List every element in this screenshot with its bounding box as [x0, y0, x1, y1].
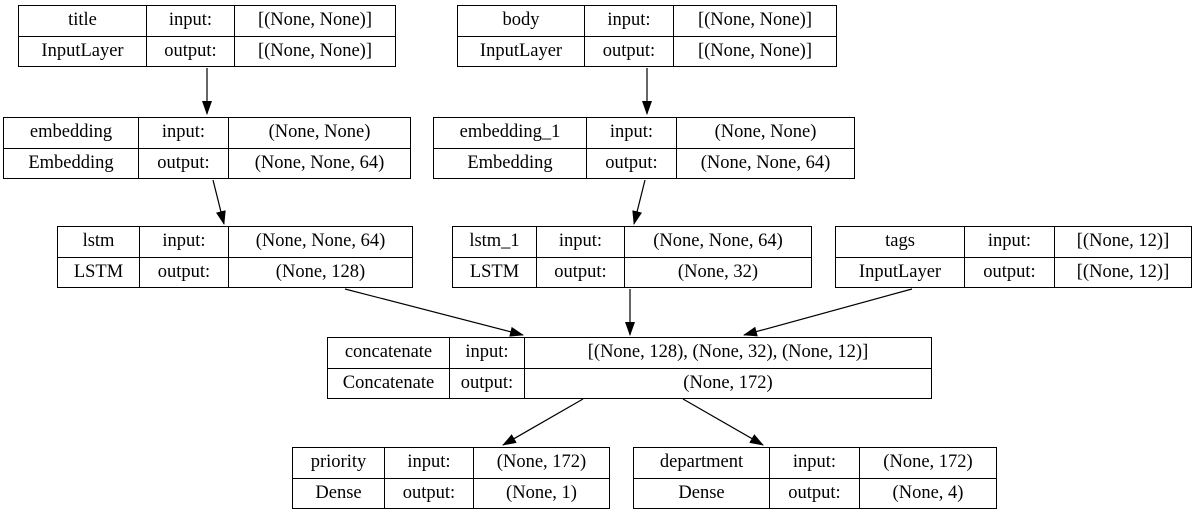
output-label: output:	[384, 478, 473, 508]
input-shape: (None, None, 64)	[228, 227, 412, 257]
layer-type: InputLayer	[41, 40, 124, 61]
input-shape: (None, None)	[676, 118, 854, 148]
layer-name: embedding_1	[459, 122, 561, 143]
input-shape: (None, None, 64)	[624, 227, 811, 257]
layer-type: Embedding	[467, 152, 553, 173]
node-body: body input: [(None, None)] InputLayer ou…	[457, 5, 837, 67]
input-label: input:	[449, 338, 524, 368]
node-lstm: lstm input: (None, None, 64) LSTM output…	[57, 226, 413, 288]
input-shape: (None, 172)	[859, 448, 996, 478]
node-department: department input: (None, 172) Dense outp…	[633, 447, 997, 509]
output-shape: [(None, None)]	[673, 36, 836, 66]
input-label: input:	[584, 6, 673, 36]
layer-type: Concatenate	[342, 372, 435, 393]
input-shape: [(None, 128), (None, 32), (None, 12)]	[524, 338, 931, 368]
output-label: output:	[139, 257, 228, 287]
layer-type: InputLayer	[479, 40, 563, 61]
node-embedding_1: embedding_1 input: (None, None) Embeddin…	[433, 117, 855, 179]
layer-name: lstm_1	[469, 231, 520, 252]
layer-name: tags	[885, 231, 915, 252]
layer-type: InputLayer	[858, 261, 942, 282]
output-label: output:	[536, 257, 624, 287]
input-shape: (None, None)	[228, 118, 410, 148]
layer-type: Dense	[315, 482, 362, 503]
output-label: output:	[584, 36, 673, 66]
input-shape: (None, 172)	[473, 448, 609, 478]
output-shape: (None, None, 64)	[228, 148, 410, 178]
node-lstm_1: lstm_1 input: (None, None, 64) LSTM outp…	[452, 226, 812, 288]
output-shape: [(None, None)]	[234, 36, 395, 66]
input-label: input:	[769, 448, 859, 478]
input-shape: [(None, None)]	[673, 6, 836, 36]
output-label: output:	[964, 257, 1054, 287]
layer-name: concatenate	[344, 342, 433, 363]
output-label: output:	[138, 148, 228, 178]
layer-type: LSTM	[73, 261, 124, 282]
layer-name: embedding	[29, 122, 113, 143]
output-shape: (None, 4)	[859, 478, 996, 508]
output-shape: (None, 128)	[228, 257, 412, 287]
node-concatenate: concatenate input: [(None, 128), (None, …	[327, 337, 932, 399]
input-label: input:	[139, 227, 228, 257]
output-shape: (None, 1)	[473, 478, 609, 508]
edge-lstm-concatenate	[344, 288, 524, 337]
input-shape: [(None, None)]	[234, 6, 395, 36]
layer-type: Embedding	[28, 152, 114, 173]
node-tags: tags input: [(None, 12)] InputLayer outp…	[835, 226, 1192, 288]
output-label: output:	[769, 478, 859, 508]
node-embedding: embedding input: (None, None) Embedding …	[3, 117, 411, 179]
output-label: output:	[146, 36, 234, 66]
input-shape: [(None, 12)]	[1054, 227, 1191, 257]
layer-name: lstm	[82, 231, 115, 252]
edge-concatenate-department	[682, 398, 764, 446]
node-title: title input: [(None, None)] InputLayer o…	[18, 5, 396, 67]
layer-name: body	[502, 10, 540, 31]
output-label: output:	[586, 148, 676, 178]
input-label: input:	[964, 227, 1054, 257]
edge-embedding_1-lstm_1	[632, 179, 646, 225]
input-label: input:	[138, 118, 228, 148]
edge-embedding-lstm	[212, 179, 226, 225]
input-label: input:	[536, 227, 624, 257]
output-shape: [(None, 12)]	[1054, 257, 1191, 287]
layer-name: priority	[310, 452, 367, 473]
layer-type: LSTM	[469, 261, 520, 282]
node-priority: priority input: (None, 172) Dense output…	[292, 447, 610, 509]
edge-tags-concatenate	[743, 288, 913, 337]
output-shape: (None, 172)	[524, 368, 931, 398]
input-label: input:	[586, 118, 676, 148]
input-label: input:	[384, 448, 473, 478]
input-label: input:	[146, 6, 234, 36]
edge-concatenate-priority	[502, 398, 584, 446]
layer-type: Dense	[678, 482, 725, 503]
output-shape: (None, 32)	[624, 257, 811, 287]
layer-name: title	[68, 10, 97, 31]
output-shape: (None, None, 64)	[676, 148, 854, 178]
output-label: output:	[449, 368, 524, 398]
layer-name: department	[659, 452, 744, 473]
